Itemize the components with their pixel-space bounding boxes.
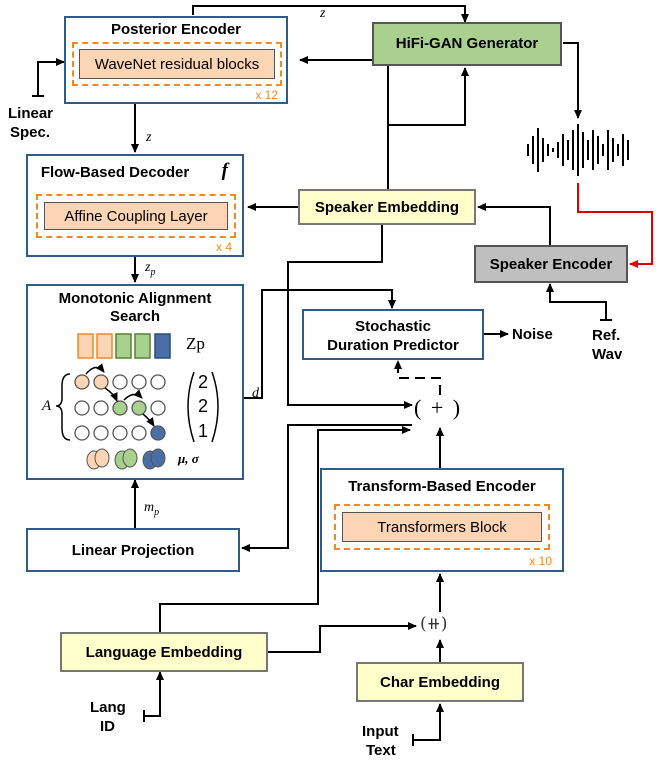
arrow-to-linear-projection	[242, 424, 441, 548]
language-embedding-block: Language Embedding	[60, 632, 268, 672]
plus-operator: ( + )	[414, 395, 463, 420]
stochastic-duration-predictor-block: Stochastic Duration Predictor	[302, 309, 484, 360]
hifigan-title: HiFi-GAN Generator	[395, 35, 539, 52]
zp-bars	[77, 333, 171, 359]
language-embedding-title: Language Embedding	[85, 644, 243, 661]
linear-spec-label-2: Spec.	[10, 124, 51, 141]
mas-mu-sigma: μ, σ	[178, 451, 199, 466]
noise-label: Noise	[512, 326, 553, 343]
arrow-spkenc-to-spkemb	[477, 203, 551, 245]
arrow-inputtext	[413, 703, 444, 741]
arrow-langemb-to-plus	[159, 426, 411, 632]
arrow-hifigan-to-wave	[563, 42, 582, 119]
speaker-embedding-block: Speaker Embedding	[298, 189, 476, 225]
linear-projection-block: Linear Projection	[26, 528, 240, 572]
flow-multiplier: x 4	[215, 240, 232, 254]
concat-operator: (⧺)	[420, 614, 448, 634]
arrow-spkemb-to-hifigan	[388, 67, 469, 126]
arrow-refwav	[546, 283, 607, 320]
char-embedding-title: Char Embedding	[379, 674, 500, 691]
arrow-langid	[144, 671, 164, 717]
flow-decoder-block: Flow-Based Decoder f Affine Coupling Lay…	[26, 154, 244, 257]
ref-wav-label-1: Ref.	[592, 327, 621, 344]
mas-vector-3: 1	[198, 421, 209, 441]
input-text-label-2: Text	[366, 742, 396, 759]
arrow-wave-to-spkenc	[577, 183, 653, 268]
linear-spec-label-1: Linear	[8, 105, 54, 122]
z-label-top: z	[320, 6, 326, 21]
flow-decoder-symbol: f	[221, 160, 228, 181]
mas-vector-2: 2	[198, 396, 209, 416]
affine-coupling-layer: Affine Coupling Layer	[44, 202, 228, 230]
posterior-multiplier: x 12	[255, 88, 278, 102]
mp-label: mp	[144, 500, 160, 518]
waveform-icon	[527, 124, 629, 176]
lang-id-label-1: Lang	[90, 699, 126, 716]
transformer-encoder-block: Transform-Based Encoder Transformers Blo…	[320, 468, 564, 572]
speaker-embedding-title: Speaker Embedding	[314, 199, 460, 216]
transformer-encoder-title: Transform-Based Encoder	[348, 478, 536, 495]
posterior-encoder-title: Posterior Encoder	[110, 21, 242, 38]
vector-parens	[187, 371, 219, 443]
flow-decoder-dashed-group	[36, 194, 236, 238]
posterior-encoder-dashed-group	[72, 42, 282, 86]
arrow-linear-spec	[37, 58, 65, 96]
lang-id-label-2: ID	[100, 718, 115, 735]
transformer-multiplier: x 10	[529, 554, 552, 568]
ref-wav-label-2: Wav	[592, 346, 623, 363]
linear-projection-title: Linear Projection	[71, 542, 195, 559]
mas-block: Monotonic Alignment Search	[26, 284, 244, 480]
sdp-line1: Stochastic	[355, 318, 431, 335]
zp-label: zp	[145, 260, 156, 278]
mas-vector-1: 2	[198, 372, 209, 392]
wavenet-blocks: WaveNet residual blocks	[79, 49, 275, 79]
posterior-encoder-block: Posterior Encoder WaveNet residual block…	[64, 16, 288, 104]
mas-title-line1: Monotonic Alignment	[58, 290, 212, 307]
d-label: d	[252, 386, 259, 401]
mas-title-line2: Search	[109, 308, 161, 325]
transformers-block: Transformers Block	[342, 512, 542, 542]
mu-sigma-ellipses	[86, 448, 166, 470]
speaker-encoder-title: Speaker Encoder	[489, 256, 613, 273]
arrow-d	[244, 289, 396, 399]
z-label-mid: z	[146, 130, 152, 145]
sdp-line2: Duration Predictor	[327, 337, 459, 354]
arrow-z-to-hifigan	[192, 5, 469, 23]
char-embedding-block: Char Embedding	[356, 662, 524, 702]
arrow-spkemb-up	[299, 56, 389, 190]
mas-a-label: A	[42, 398, 52, 414]
alignment-matrix	[74, 374, 166, 441]
speaker-encoder-block: Speaker Encoder	[474, 245, 628, 283]
input-text-label-1: Input	[362, 723, 399, 740]
hifigan-generator-block: HiFi-GAN Generator	[372, 22, 562, 66]
matrix-brace	[55, 373, 71, 441]
mas-zp-label: Zp	[186, 334, 205, 353]
arrow-langemb-to-concat	[268, 622, 417, 653]
flow-decoder-title: Flow-Based Decoder	[40, 164, 190, 181]
transformer-dashed-group	[334, 504, 550, 550]
arrow-spkemb-down-to-plus	[287, 225, 413, 409]
arrow-plus-to-sdp	[394, 360, 441, 395]
